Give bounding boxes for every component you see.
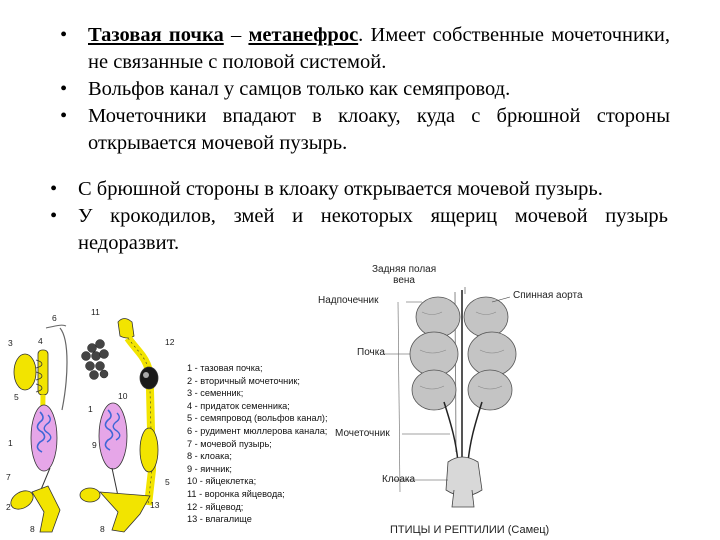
ureter-right xyxy=(467,401,483,463)
label-kidney: Почка xyxy=(357,347,385,358)
cloaca-male xyxy=(31,485,61,533)
label-adrenal: Надпочечник xyxy=(318,295,379,306)
fig-number: 8 xyxy=(100,524,105,534)
bullet-ureters: • Мочеточники впадают в клоаку, куда с б… xyxy=(60,105,670,154)
kidney-anatomy-diagram xyxy=(384,287,517,508)
bullet-marker: • xyxy=(60,105,68,127)
cloaca-female xyxy=(99,491,151,533)
bullet-wolffian-duct: • Вольфов канал у самцов только как семя… xyxy=(60,76,670,103)
legend-item: 5 - семяпровод (вольфов канал); xyxy=(187,413,328,424)
fig-number: 9 xyxy=(92,440,97,450)
fig-number: 5 xyxy=(165,477,170,487)
oviduct-funnel xyxy=(117,318,135,339)
figure-legend: 1 - тазовая почка; 2 - вторичный мочеточ… xyxy=(187,362,328,526)
legend-item: 12 - яйцевод; xyxy=(187,501,244,512)
ovary xyxy=(81,339,109,380)
figure-caption: ПТИЦЫ И РЕПТИЛИИ (Самец) xyxy=(390,524,550,536)
fig-number: 2 xyxy=(6,502,11,512)
epididymis xyxy=(37,349,49,396)
legend-item: 3 - семенник; xyxy=(187,388,244,399)
term-pelvic-kidney: Тазовая почка xyxy=(88,24,224,46)
label-posterior-vena-cava: Задняя полая вена xyxy=(372,264,437,286)
right-kidney xyxy=(463,296,517,411)
label-cloaca: Клоака xyxy=(382,474,416,485)
bullet-marker: • xyxy=(60,24,68,46)
fig-number: 1 xyxy=(88,404,93,414)
mullerian-rudiment xyxy=(59,327,68,411)
legend-item: 11 - воронка яйцевода; xyxy=(187,488,285,499)
fig-number: 6 xyxy=(52,313,57,323)
legend-item: 10 - яйцеклетка; xyxy=(187,476,257,487)
bullet-marker: • xyxy=(50,178,58,200)
bullet-pelvic-kidney: • Тазовая почка – метанефрос. Имеет собс… xyxy=(60,24,671,73)
fig-number: 10 xyxy=(118,391,128,401)
legend-item: 4 - придаток семенника; xyxy=(187,400,290,411)
fig-number: 4 xyxy=(38,336,43,346)
fig-number: 13 xyxy=(150,500,160,510)
bullet-crocodiles: • У крокодилов, змей и некоторых ящериц … xyxy=(50,205,668,254)
top-bullet-list: • Тазовая почка – метанефрос. Имеет собс… xyxy=(60,22,671,157)
legend-item: 1 - тазовая почка; xyxy=(187,363,263,373)
legend-item: 13 - влагалище xyxy=(187,514,252,525)
label-ureter: Мочеточник xyxy=(335,428,390,439)
fig-number: 12 xyxy=(165,337,175,347)
legend-item: 7 - мочевой пузырь; xyxy=(187,438,272,449)
fig-number: 8 xyxy=(30,524,35,534)
fig-number: 1 xyxy=(8,438,13,448)
bullet-marker: • xyxy=(50,205,58,227)
testis xyxy=(13,353,37,391)
fig-number: 5 xyxy=(14,392,19,402)
oviduct xyxy=(124,335,157,506)
fig-number: 3 xyxy=(8,338,13,348)
bladder xyxy=(10,490,34,510)
egg xyxy=(139,366,159,390)
label-aorta: Спинная аорта xyxy=(513,290,583,301)
left-kidney xyxy=(409,296,461,411)
legend-item: 6 - рудимент мюллерова канала; xyxy=(187,425,328,436)
term-metanephros: метанефрос xyxy=(248,24,359,46)
legend-item: 9 - яичник; xyxy=(187,463,232,474)
legend-item: 8 - клоака; xyxy=(187,451,232,462)
fig-number: 7 xyxy=(6,472,11,482)
vagina xyxy=(139,427,159,473)
bullet-bladder: • С брюшной стороны в клоаку открывается… xyxy=(50,176,668,203)
reptile-urogenital-diagram: 6 11 3 4 5 1 7 2 8 12 10 1 9 13 8 5 xyxy=(6,307,175,534)
legend-item: 2 - вторичный мочеточник; xyxy=(187,375,300,386)
bottom-bullet-list: • С брюшной стороны в клоаку открывается… xyxy=(50,176,668,257)
bullet-marker: • xyxy=(60,78,68,100)
fig-number: 11 xyxy=(91,307,100,317)
ureter-left xyxy=(443,401,459,463)
